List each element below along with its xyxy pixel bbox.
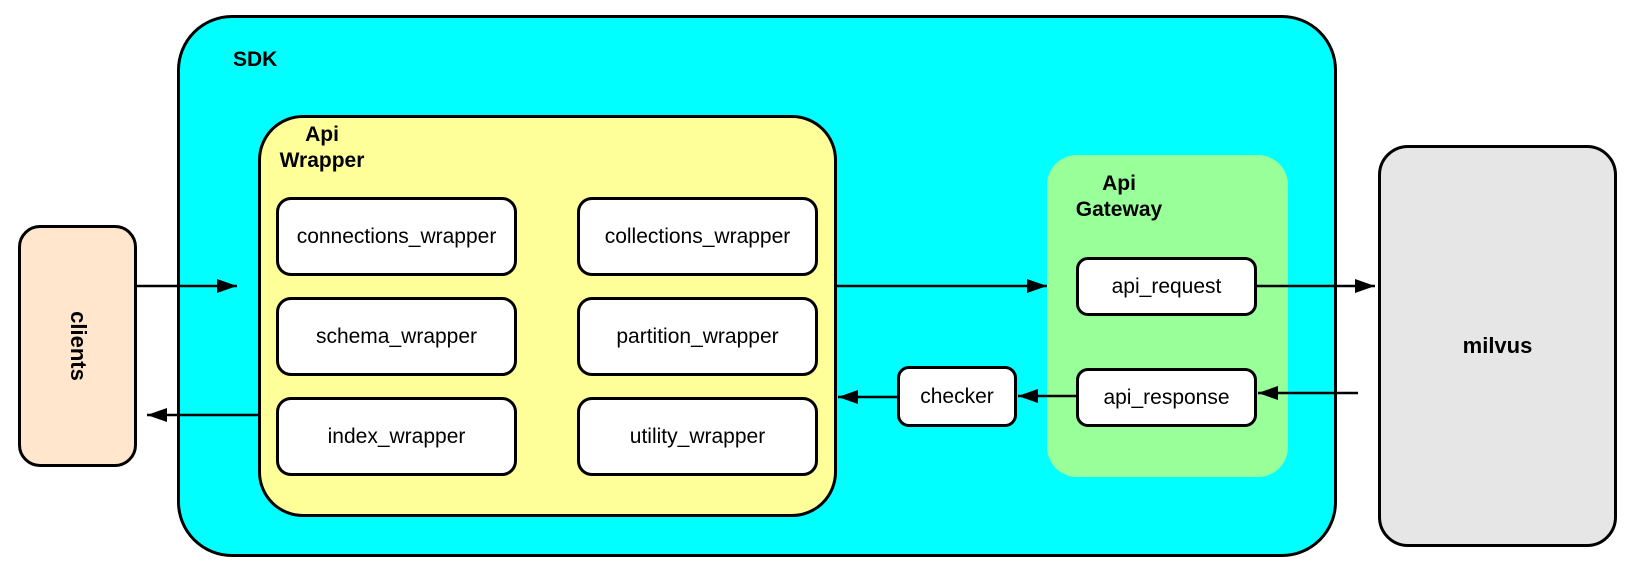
collections-wrapper-label: collections_wrapper xyxy=(604,224,791,248)
node-checker: checker xyxy=(897,366,1017,427)
node-utility-wrapper: utility_wrapper xyxy=(577,397,818,476)
utility-wrapper-label: utility_wrapper xyxy=(629,424,766,448)
node-api-response: api_response xyxy=(1076,368,1257,427)
checker-label: checker xyxy=(920,384,994,408)
node-collections-wrapper: collections_wrapper xyxy=(577,197,818,276)
node-clients: clients xyxy=(18,225,137,467)
index-wrapper-label: index_wrapper xyxy=(327,424,466,448)
node-connections-wrapper: connections_wrapper xyxy=(276,197,517,276)
clients-label: clients xyxy=(65,311,91,381)
node-milvus: milvus xyxy=(1378,145,1617,547)
node-partition-wrapper: partition_wrapper xyxy=(577,297,818,376)
connections-wrapper-label: connections_wrapper xyxy=(296,224,497,248)
node-api-request: api_request xyxy=(1076,257,1257,316)
node-sdk: SDK Api Wrapper connections_wrapper coll… xyxy=(177,15,1337,557)
schema-wrapper-label: schema_wrapper xyxy=(315,324,478,348)
node-api-gateway: Api Gateway api_request api_response xyxy=(1047,155,1288,477)
api-response-label: api_response xyxy=(1103,385,1230,409)
node-index-wrapper: index_wrapper xyxy=(276,397,517,476)
api-wrapper-label: Api Wrapper xyxy=(279,123,365,172)
node-schema-wrapper: schema_wrapper xyxy=(276,297,517,376)
partition-wrapper-label: partition_wrapper xyxy=(616,324,779,348)
api-gateway-label: Api Gateway xyxy=(1075,172,1163,221)
node-api-wrapper: Api Wrapper connections_wrapper collecti… xyxy=(258,115,837,517)
milvus-label: milvus xyxy=(1462,333,1533,358)
sdk-label: SDK xyxy=(233,48,278,71)
api-request-label: api_request xyxy=(1111,274,1222,298)
